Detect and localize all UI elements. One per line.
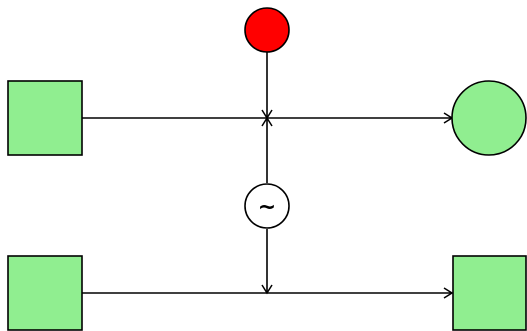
process-node-circle bbox=[244, 183, 290, 229]
source-top-square bbox=[7, 80, 83, 156]
inhibitor-circle bbox=[244, 7, 290, 53]
process-node-label: ~ bbox=[258, 195, 276, 220]
source-bottom-square bbox=[7, 255, 83, 331]
target-top-circle bbox=[451, 80, 527, 156]
target-bottom-square bbox=[452, 255, 527, 331]
